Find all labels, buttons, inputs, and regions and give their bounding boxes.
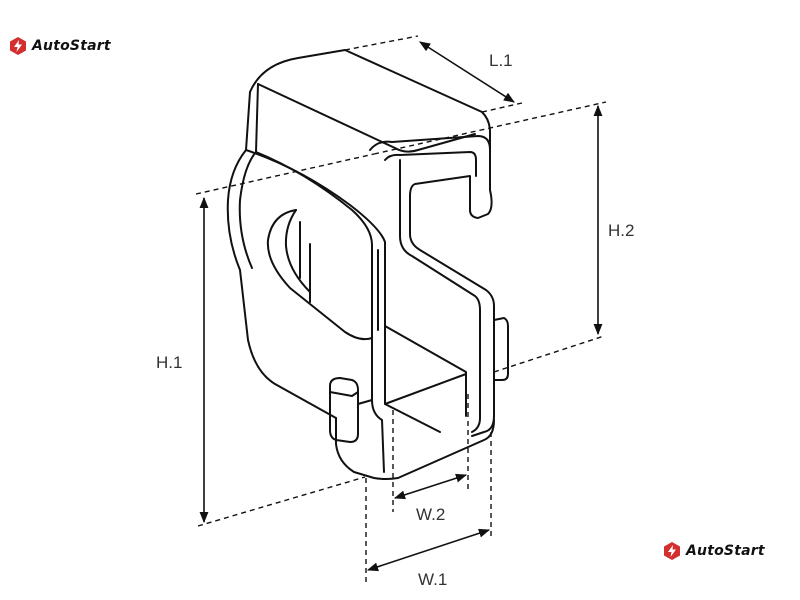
label-h1: H.1 <box>156 353 182 372</box>
brand-logo-bottom: AutoStart <box>662 541 765 561</box>
label-w1: W.1 <box>418 570 447 589</box>
label-w2: W.2 <box>416 505 445 524</box>
dimension-arrows <box>199 41 603 572</box>
brand-name: AutoStart <box>686 543 765 559</box>
l1-arrow <box>419 41 515 103</box>
label-l1: L.1 <box>489 51 513 70</box>
extension-lines <box>195 35 607 582</box>
label-h2: H.2 <box>608 221 634 240</box>
w1-arrow <box>366 528 491 572</box>
autostart-logo-icon <box>664 542 680 560</box>
w2-arrow <box>393 473 468 500</box>
brand-name: AutoStart <box>32 38 111 54</box>
autostart-logo-icon <box>10 37 26 55</box>
brand-logo-top: AutoStart <box>8 36 111 56</box>
part-outline <box>226 49 509 480</box>
